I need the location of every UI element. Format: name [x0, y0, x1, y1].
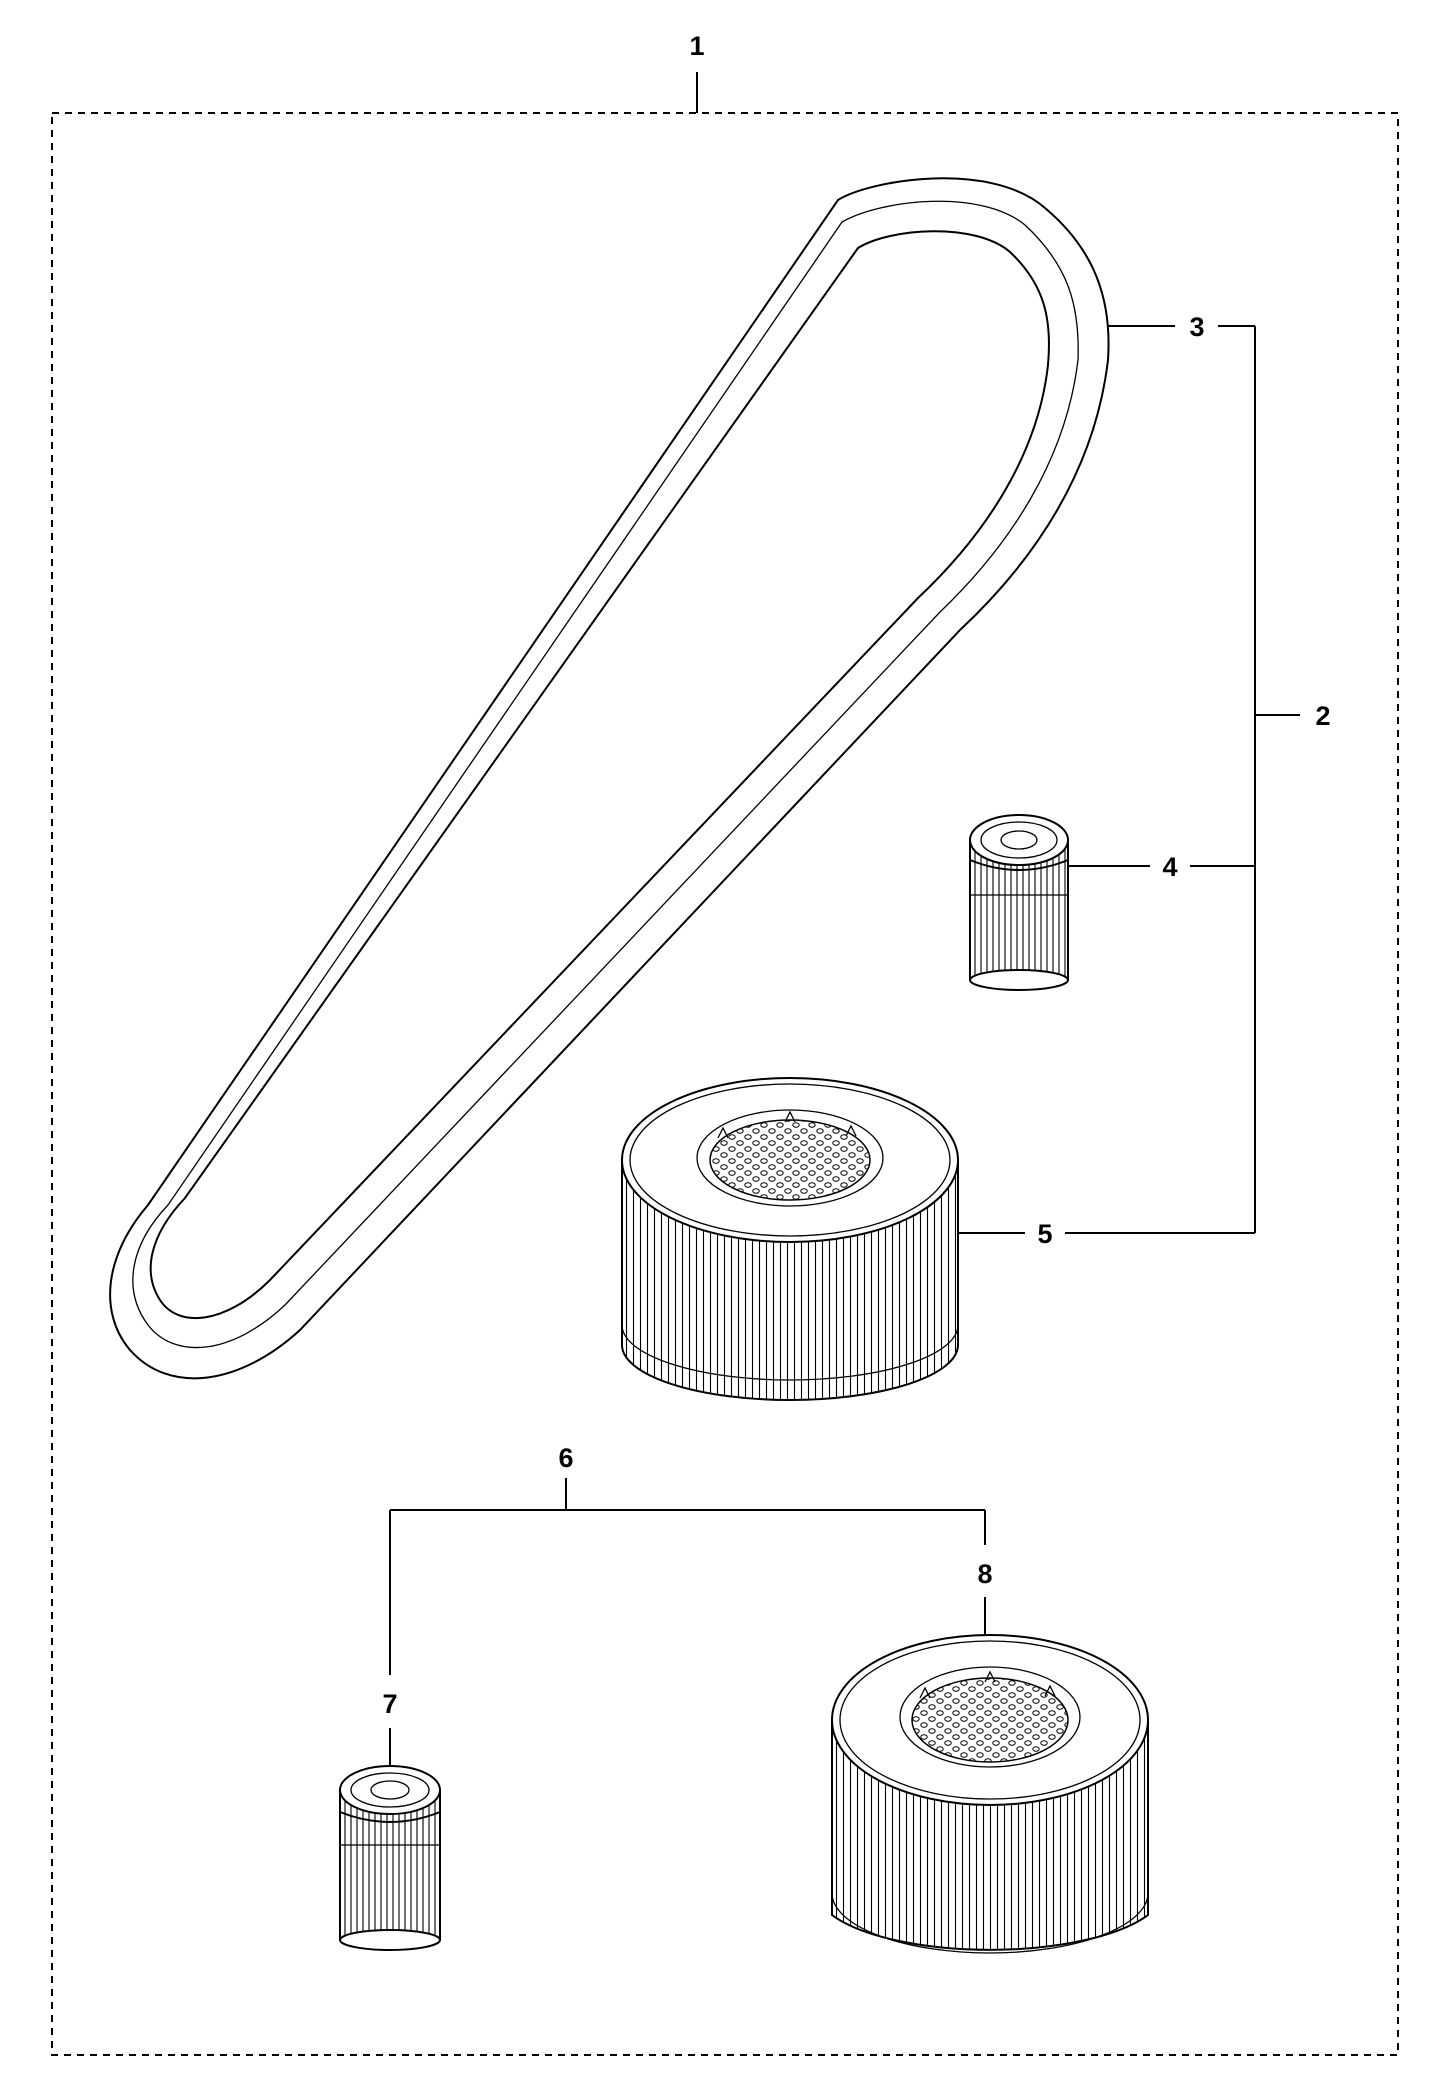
callout-2: 2 — [1315, 701, 1330, 731]
fuel-filter-small — [969, 814, 1069, 991]
drive-belt — [109, 177, 1110, 1380]
callout-8: 8 — [977, 1559, 992, 1589]
callout-5: 5 — [1037, 1219, 1052, 1249]
bracket-kit-6 — [389, 1478, 986, 1790]
fuel-filter-small-replacement — [339, 1765, 441, 1951]
callout-6: 6 — [558, 1443, 573, 1473]
callout-7: 7 — [382, 1689, 397, 1719]
callout-4: 4 — [1162, 852, 1177, 882]
callout-3: 3 — [1189, 312, 1204, 342]
bracket-kit-2 — [958, 325, 1300, 1234]
kit-border — [51, 112, 1399, 2056]
air-filter-large-replacement — [831, 1634, 1149, 1954]
air-filter-large — [621, 1077, 959, 1401]
callout-1: 1 — [689, 31, 704, 61]
